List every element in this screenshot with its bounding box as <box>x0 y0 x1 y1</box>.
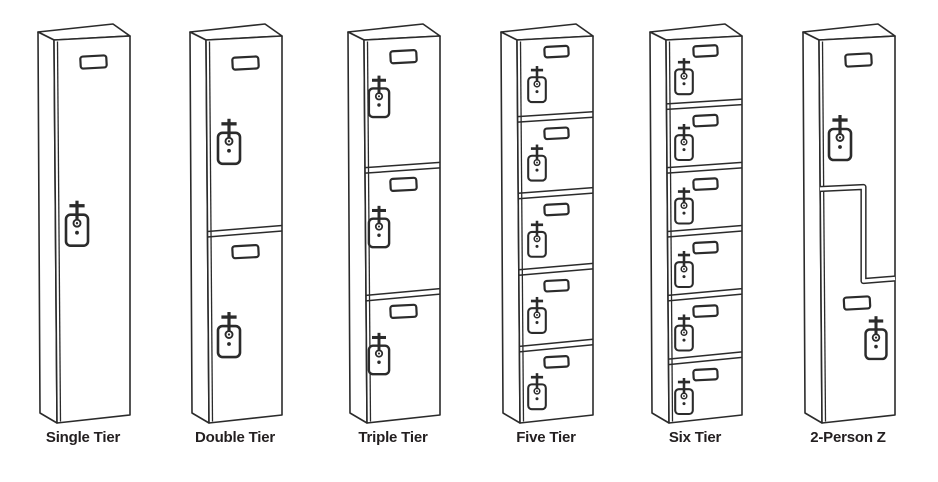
locker-drawing-five-tier <box>500 23 594 424</box>
vent-slot <box>543 126 570 141</box>
vent-slot <box>692 113 719 128</box>
tier-divider <box>518 262 594 271</box>
locker-figure-two-person-z: 2-Person Z <box>795 8 901 446</box>
tier-divider <box>666 167 743 174</box>
vent-slot <box>844 52 873 68</box>
tier-divider <box>666 161 743 169</box>
latch-handle-icon <box>64 200 90 247</box>
door-hinge-line <box>519 41 525 422</box>
latch-handle-icon <box>674 123 694 162</box>
vent-slot <box>389 176 418 192</box>
vent-slot <box>692 44 719 58</box>
vent-slot <box>692 177 719 191</box>
latch-handle-icon <box>674 187 694 225</box>
tier-divider <box>517 116 594 123</box>
vent-slot <box>543 278 570 293</box>
vent-slot <box>389 303 418 319</box>
latch-handle-icon <box>674 58 694 96</box>
tier-divider <box>364 161 441 169</box>
latch-handle-icon <box>527 373 547 411</box>
tier-divider <box>365 287 441 297</box>
locker-label-single-tier: Single Tier <box>45 429 121 446</box>
vent-slot <box>543 355 570 369</box>
locker-drawing-single-tier <box>37 23 131 424</box>
vent-slot <box>842 295 872 311</box>
locker-label-double-tier: Double Tier <box>194 429 276 446</box>
latch-handle-icon <box>674 377 694 416</box>
latch-handle-icon <box>216 312 242 359</box>
tier-divider <box>364 167 441 174</box>
locker-drawing-triple-tier <box>347 23 441 424</box>
locker-label-five-tier: Five Tier <box>516 429 576 446</box>
locker-drawing-two-person-z <box>802 23 896 424</box>
latch-handle-icon <box>527 144 547 182</box>
locker-figure-double-tier: Double Tier <box>182 8 288 446</box>
locker-label-six-tier: Six Tier <box>668 429 722 446</box>
tier-divider <box>518 186 594 194</box>
vent-slot <box>79 54 108 70</box>
locker-front-face <box>205 35 283 424</box>
tier-divider <box>518 268 594 277</box>
latch-handle-icon <box>367 332 391 376</box>
z-divider-inner <box>819 185 896 283</box>
locker-figure-five-tier: Five Tier <box>493 8 599 446</box>
tier-divider <box>207 224 283 233</box>
tier-divider <box>365 293 441 302</box>
latch-handle-icon <box>527 66 547 104</box>
tier-divider <box>518 192 594 200</box>
tier-divider <box>668 351 743 360</box>
door-hinge-line <box>821 41 827 422</box>
vent-slot <box>692 367 719 382</box>
latch-handle-icon <box>674 250 694 289</box>
tier-divider <box>666 98 743 105</box>
tier-divider <box>207 230 283 238</box>
locker-figure-triple-tier: Triple Tier <box>340 8 446 446</box>
locker-front-face <box>53 35 131 424</box>
vent-slot <box>231 244 260 260</box>
door-hinge-line <box>56 41 62 422</box>
latch-handle-icon <box>864 316 888 361</box>
vent-slot <box>692 304 719 318</box>
latch-handle-icon <box>527 220 547 258</box>
vent-slot <box>231 55 260 71</box>
locker-drawing-six-tier <box>649 23 743 424</box>
tier-divider <box>517 111 594 118</box>
tier-divider <box>666 103 743 111</box>
latch-handle-icon <box>527 296 547 335</box>
vent-slot <box>692 240 719 255</box>
locker-front-face <box>818 35 896 424</box>
vent-slot <box>543 202 570 217</box>
locker-drawing-double-tier <box>189 23 283 424</box>
tier-divider <box>668 356 743 366</box>
locker-figure-six-tier: Six Tier <box>642 8 748 446</box>
vent-slot <box>543 44 570 59</box>
tier-divider <box>519 343 594 353</box>
tier-divider <box>667 293 743 302</box>
tier-divider <box>667 230 743 238</box>
tier-divider <box>667 287 743 297</box>
tier-divider <box>519 338 594 348</box>
locker-label-triple-tier: Triple Tier <box>358 429 428 446</box>
latch-handle-icon <box>827 115 853 162</box>
locker-label-two-person-z: 2-Person Z <box>810 429 886 446</box>
latch-handle-icon <box>367 205 391 249</box>
latch-handle-icon <box>367 75 391 119</box>
tier-divider <box>667 224 743 233</box>
latch-handle-icon <box>674 314 694 352</box>
latch-handle-icon <box>216 118 242 166</box>
locker-figure-single-tier: Single Tier <box>30 8 136 446</box>
vent-slot <box>389 49 418 65</box>
